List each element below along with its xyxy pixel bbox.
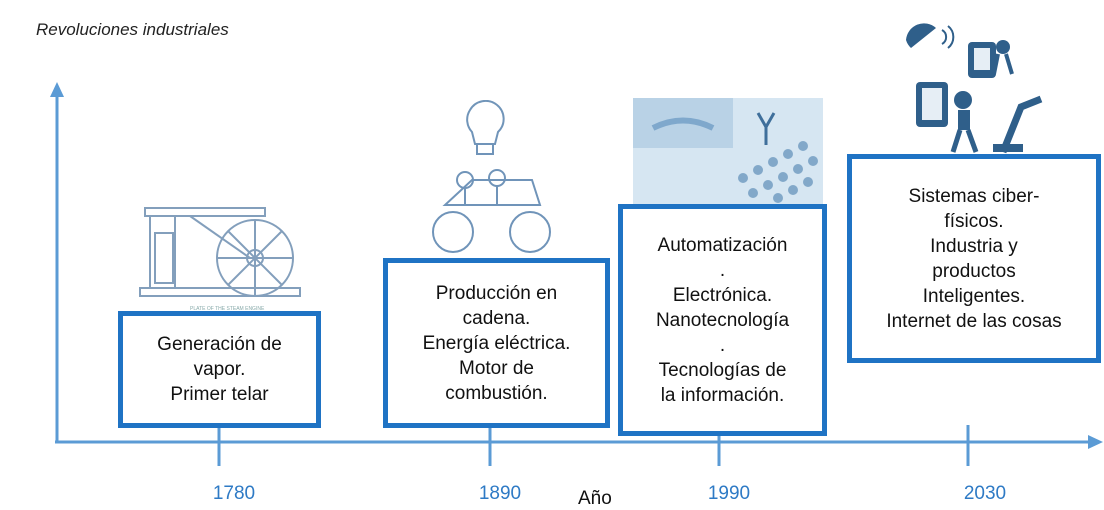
box-line: Industria y [930, 235, 1018, 257]
box-line: Internet de las cosas [886, 310, 1062, 332]
box-line: Sistemas ciber- [908, 185, 1040, 207]
y-axis-arrowhead [50, 82, 64, 97]
steam-engine-icon: PLATE OF THE STEAM ENGINE [139, 207, 301, 312]
box-line: la información. [660, 384, 785, 406]
lightbulb-car-icon [432, 100, 551, 253]
box-line: . [719, 259, 726, 281]
revolution-box-1890: Producción en cadena. Energía eléctrica.… [383, 258, 610, 428]
revolution-box-1990: Automatización . Electrónica. Nanotecnol… [618, 204, 827, 436]
box-line: . [719, 334, 726, 356]
box-line: Generación de [157, 334, 282, 355]
box-line: Primer telar [170, 384, 269, 405]
box-line: productos [932, 260, 1016, 282]
x-axis-arrowhead [1088, 435, 1103, 449]
year-label-2030: 2030 [963, 483, 1007, 504]
box-line: Automatización [657, 234, 788, 256]
cyber-physical-icon [906, 23, 1043, 154]
box-line: cadena. [462, 307, 531, 329]
box-line: combustión. [445, 382, 548, 404]
diagram-title: Revoluciones industriales [36, 20, 229, 39]
x-axis-label: Año [578, 488, 612, 509]
year-label-1990: 1990 [707, 483, 751, 504]
year-label-1890: 1890 [478, 483, 522, 504]
box-line: Tecnologías de [658, 359, 787, 381]
automation-tech-icon [633, 98, 823, 208]
revolution-box-2030: Sistemas ciber- físicos. Industria y pro… [847, 154, 1101, 363]
box-line: Inteligentes. [922, 285, 1026, 307]
box-line: Energía eléctrica. [422, 332, 571, 354]
box-line: Electrónica. [672, 284, 773, 306]
box-line: Motor de [459, 357, 534, 379]
year-label-1780: 1780 [212, 483, 256, 504]
box-line: vapor. [193, 359, 246, 380]
box-line: físicos. [944, 210, 1004, 232]
revolution-box-1780: Generación de vapor. Primer telar [118, 311, 321, 428]
box-line: Producción en [435, 282, 558, 304]
box-line: Nanotecnología [655, 309, 790, 331]
svg-text:PLATE OF THE STEAM ENGINE: PLATE OF THE STEAM ENGINE [190, 306, 265, 312]
